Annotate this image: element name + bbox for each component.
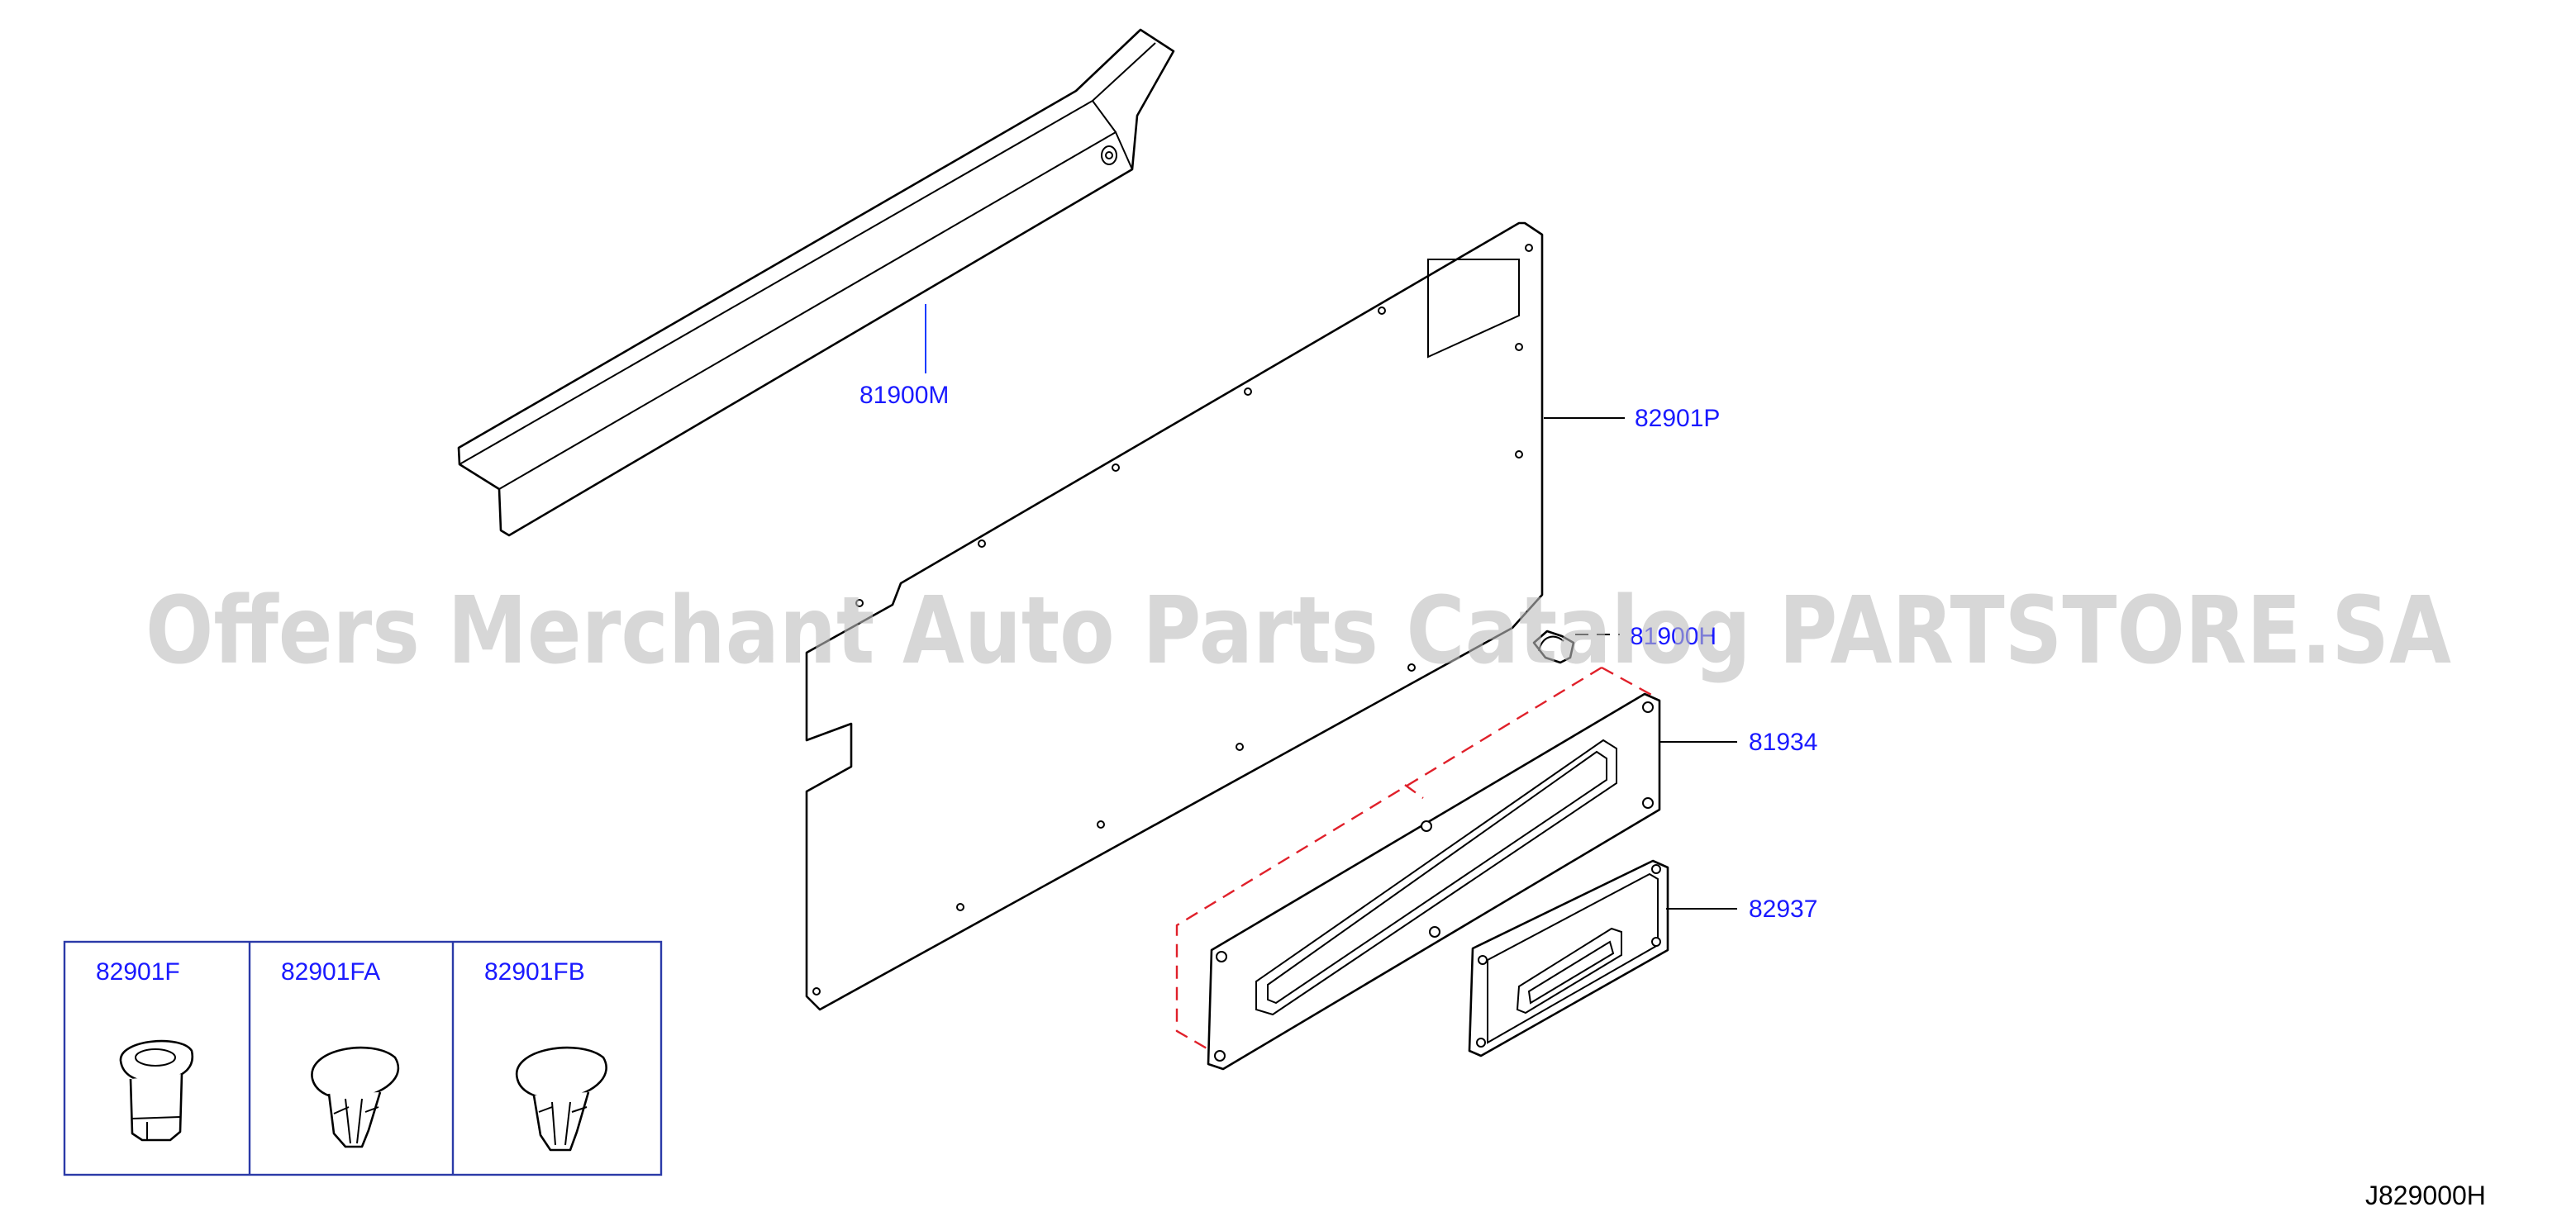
fastener-label-fa[interactable]: 82901FA xyxy=(281,958,380,986)
push-clip-split-icon xyxy=(311,1046,400,1148)
label-upper-trim[interactable]: 81900M xyxy=(859,382,949,409)
seal-cover[interactable] xyxy=(1468,859,1669,1057)
push-clip-hollow-icon xyxy=(119,1039,194,1142)
alignment-guide xyxy=(1175,666,1654,1051)
watermark: Offers Merchant Auto Parts Catalog PARTS… xyxy=(145,577,2451,685)
retainer-clip[interactable] xyxy=(1532,630,1575,664)
diagram-code: J829000H xyxy=(2365,1181,2486,1210)
board-holes xyxy=(812,244,1533,996)
leader-lines xyxy=(925,304,1737,910)
push-clip-split-icon xyxy=(515,1046,607,1152)
label-seal-cover[interactable]: 82937 xyxy=(1749,896,1817,923)
label-door-panel[interactable]: 82901P xyxy=(1635,405,1720,432)
upper-trim-strip[interactable] xyxy=(457,28,1175,537)
label-seal-frame[interactable]: 81934 xyxy=(1749,729,1817,756)
fastener-label-fb[interactable]: 82901FB xyxy=(484,958,585,986)
label-retainer-clip[interactable]: 81900H xyxy=(1630,623,1717,650)
seal-frame[interactable] xyxy=(1207,692,1661,1071)
door-trim-board[interactable] xyxy=(805,221,1544,1011)
fastener-label-f[interactable]: 82901F xyxy=(96,958,180,986)
fastener-inset xyxy=(63,940,663,1176)
